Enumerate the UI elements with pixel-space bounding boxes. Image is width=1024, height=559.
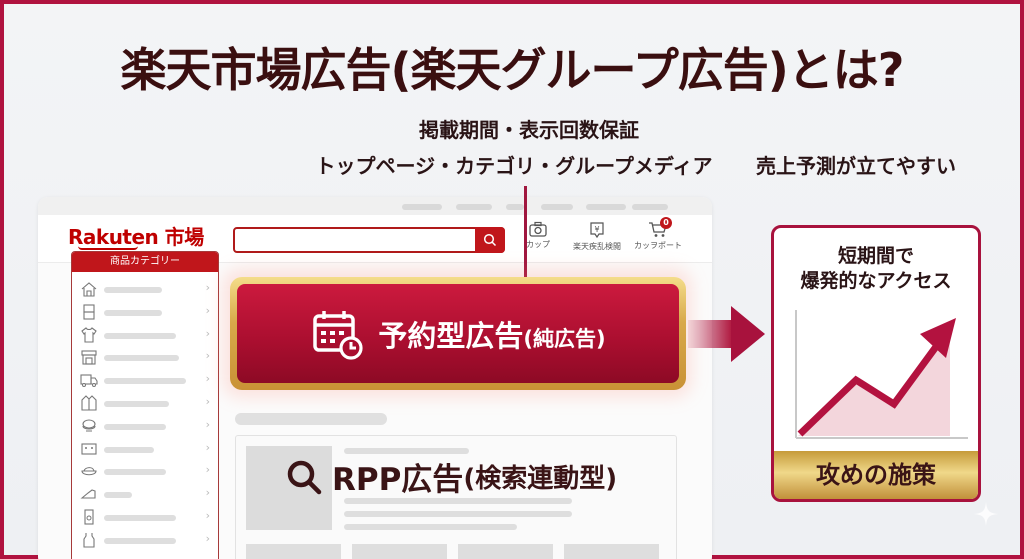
food-bowl-icon <box>82 419 96 432</box>
appliance-icon <box>83 304 95 320</box>
salad-bowl-icon <box>81 467 97 476</box>
chevron-right-icon: › <box>205 531 210 545</box>
header-icon-camera[interactable]: カップ <box>526 221 550 250</box>
placeholder-bar <box>235 413 387 425</box>
category-item[interactable]: › <box>72 301 218 324</box>
page-title: 楽天市場広告(楽天グループ広告)とは? <box>120 43 905 97</box>
category-item[interactable]: › <box>72 369 218 392</box>
chevron-right-icon: › <box>205 417 210 431</box>
arrow-right-icon <box>731 306 765 362</box>
header-icon-points[interactable]: ¥ 楽天疾乱検閲 <box>573 221 621 252</box>
jacket-icon <box>81 395 97 411</box>
chevron-right-icon: › <box>205 463 210 477</box>
camera-icon <box>529 221 547 237</box>
svg-text:¥: ¥ <box>594 225 599 234</box>
placements-label: トップページ・カテゴリ・グループメディア <box>315 154 713 178</box>
result-title: 短期間で 爆発的なアクセス <box>800 245 952 292</box>
cart-badge: 0 <box>660 217 672 229</box>
chevron-right-icon: › <box>205 486 210 500</box>
category-item[interactable]: › <box>72 324 218 347</box>
stove-icon <box>81 443 97 455</box>
can-icon <box>84 509 94 525</box>
category-item[interactable]: › <box>72 483 218 506</box>
house-icon <box>81 282 97 297</box>
chevron-right-icon: › <box>205 326 210 340</box>
arrow-shaft <box>688 320 732 348</box>
category-item[interactable]: › <box>72 529 218 552</box>
product-card: RPP広告(検索連動型) <box>235 435 677 559</box>
category-item[interactable]: › <box>72 346 218 369</box>
result-panel: 短期間で 爆発的なアクセス 攻めの施策 <box>771 225 981 502</box>
offensive-strategy-label: 攻めの施策 <box>774 451 978 499</box>
category-heading: 商品カテゴリー <box>72 252 218 272</box>
chevron-right-icon: › <box>205 508 210 522</box>
rpp-ad-label[interactable]: RPP広告(検索連動型) <box>284 454 617 499</box>
chevron-right-icon: › <box>205 303 210 317</box>
category-item[interactable]: › <box>72 415 218 438</box>
logo-swoosh <box>78 246 138 250</box>
category-item[interactable]: › <box>72 506 218 529</box>
store-icon <box>81 350 97 365</box>
rising-arrow-chart-icon <box>795 310 968 439</box>
chevron-right-icon: › <box>205 440 210 454</box>
rakuten-logo[interactable]: Rakuten 市場 <box>68 225 204 249</box>
site-header: Rakuten 市場 カップ ¥ 楽天疾乱検閲 0 カッヲポート <box>38 215 712 263</box>
chevron-right-icon: › <box>205 281 210 294</box>
browser-topbar <box>38 197 712 215</box>
search-button[interactable] <box>475 227 505 253</box>
reservation-ad-button[interactable]: 予約型広告(純広告) <box>230 277 686 390</box>
category-sidebar: 商品カテゴリー › › › › › › › <box>71 251 219 559</box>
category-item[interactable]: › <box>72 438 218 461</box>
category-item[interactable]: › <box>72 278 218 301</box>
forecast-label: 売上予測が立てやすい <box>756 154 956 178</box>
truck-icon <box>80 374 98 388</box>
shoe-icon <box>80 489 96 499</box>
search-icon <box>287 460 322 494</box>
search-input[interactable] <box>233 227 505 253</box>
tshirt-icon <box>81 326 97 343</box>
category-item[interactable]: › <box>72 392 218 415</box>
calendar-clock-icon <box>313 310 363 360</box>
chevron-right-icon: › <box>205 394 210 408</box>
bottle-icon <box>83 532 95 548</box>
connector-line <box>524 186 527 278</box>
header-icon-cart[interactable]: 0 カッヲポート <box>634 217 682 250</box>
yen-receipt-icon: ¥ <box>590 222 604 239</box>
category-item[interactable]: › <box>72 460 218 483</box>
chevron-right-icon: › <box>205 372 210 386</box>
chevron-right-icon: › <box>205 349 210 363</box>
sparkle-icon <box>974 502 998 526</box>
search-icon <box>483 233 497 247</box>
guarantee-label: 掲載期間・表示回数保証 <box>419 118 639 142</box>
